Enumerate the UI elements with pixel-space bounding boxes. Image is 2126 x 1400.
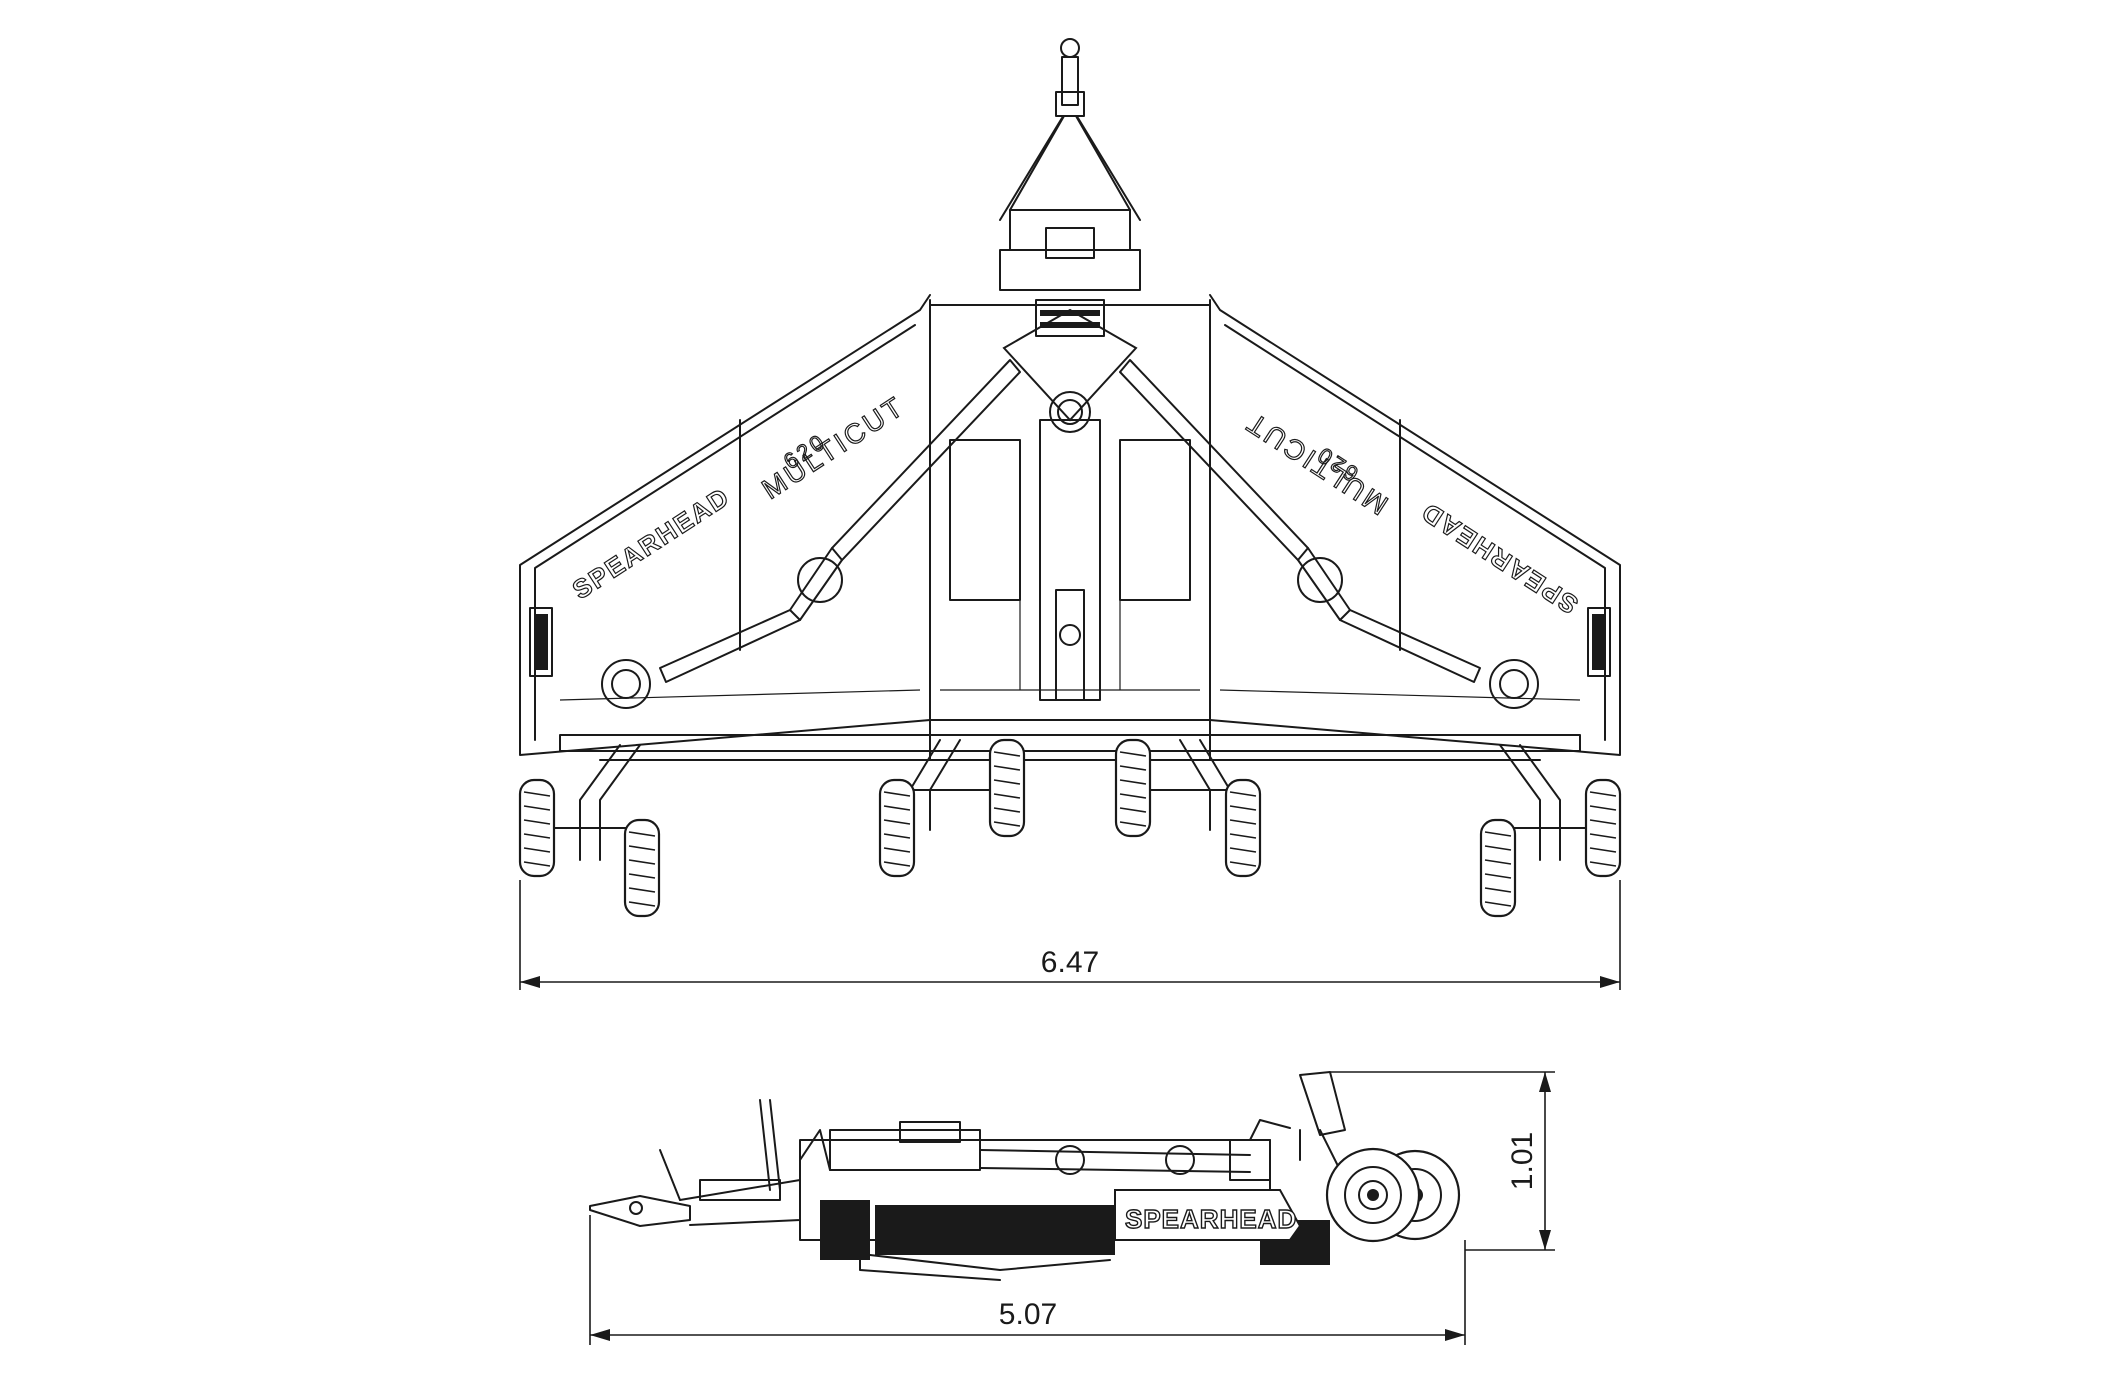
side-brand-badge: SPEARHEAD — [1114, 1189, 1302, 1241]
frame-crossbar — [559, 734, 1581, 761]
side-rear-frame — [1299, 1071, 1346, 1171]
wheel-legs — [535, 739, 1605, 861]
side-drawbar — [589, 1099, 831, 1227]
left-wing: SPEARHEAD MULTICUT 620 — [519, 294, 931, 761]
top-wheels — [518, 738, 1622, 918]
height-label: 1.01 — [1506, 1132, 1539, 1190]
tire-right-outer-1 — [1479, 818, 1517, 918]
top-view: SPEARHEAD MULTICUT 620 SPEARHEAD MULTICU… — [518, 38, 1622, 990]
side-brand: SPEARHEAD — [1125, 1204, 1297, 1234]
height-dimension: 1.01 — [1330, 1071, 1555, 1251]
tire-right-inner-1 — [1114, 738, 1152, 838]
width-label: 6.47 — [1041, 946, 1099, 979]
tire-right-inner-2 — [1224, 778, 1262, 878]
right-wing-brand: SPEARHEAD — [1415, 496, 1583, 620]
tire-left-outer-1 — [518, 778, 556, 878]
tire-left-inner-2 — [988, 738, 1026, 838]
hitch — [999, 38, 1141, 291]
right-wing: SPEARHEAD MULTICUT 620 — [1209, 294, 1621, 761]
side-rotor-band — [820, 1200, 1330, 1281]
gearbox-housing — [1002, 299, 1138, 433]
tire-left-outer-2 — [623, 818, 661, 918]
tire-right-outer-2 — [1584, 778, 1622, 878]
side-rear-wheels — [1325, 1147, 1461, 1243]
length-label: 5.07 — [999, 1298, 1057, 1331]
side-view: SPEARHEAD 5.07 — [589, 1071, 1555, 1345]
tire-left-inner-1 — [878, 778, 916, 878]
length-dimension: 5.07 — [589, 1215, 1466, 1345]
width-dimension: 6.47 — [519, 880, 1621, 990]
left-wing-brand: SPEARHEAD — [567, 481, 735, 605]
left-wing-model: MULTICUT — [756, 390, 910, 505]
